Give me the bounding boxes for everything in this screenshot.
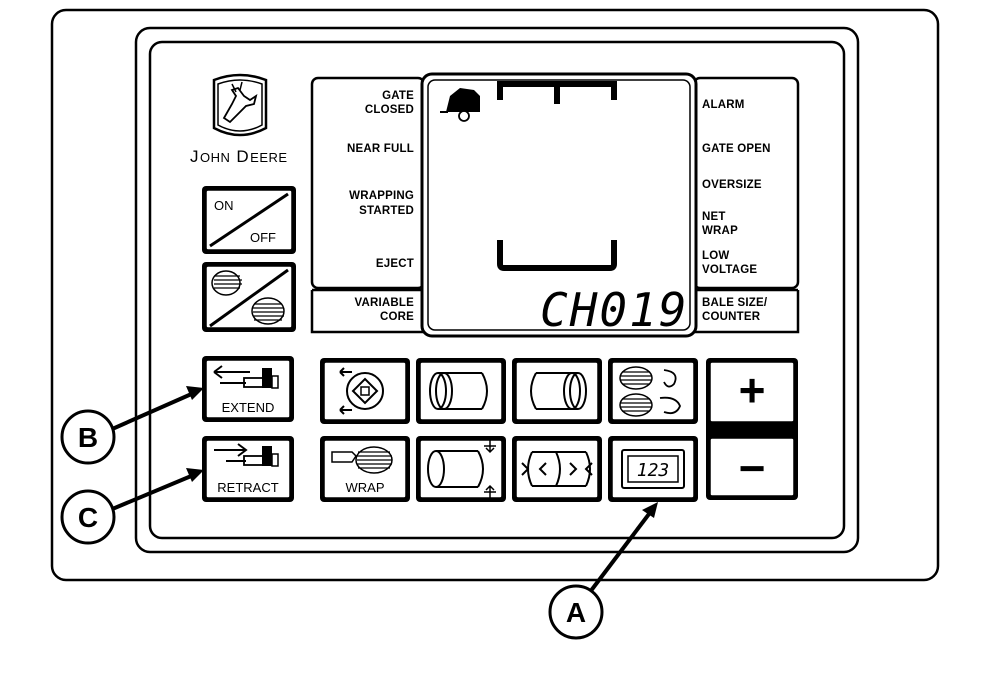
- wrap-roll-icon: [331, 446, 393, 474]
- callout-a: A: [548, 502, 658, 640]
- function-button-net-wrap-mode[interactable]: [608, 358, 698, 424]
- retract-label: RETRACT: [217, 480, 278, 495]
- john-deere-logo-icon: [212, 73, 268, 137]
- net-wrap-label-line1: NET: [702, 211, 726, 223]
- cylinder-retract-icon: [214, 443, 279, 467]
- eject-label: EJECT: [376, 258, 414, 270]
- extend-button[interactable]: EXTEND: [202, 356, 294, 422]
- panel-face: [148, 40, 846, 540]
- function-button-bale-left[interactable]: [416, 358, 506, 424]
- callout-c: C: [60, 468, 204, 545]
- panel-bezel: [134, 26, 860, 554]
- function-button-bale-size[interactable]: [416, 436, 506, 502]
- variable-core-label-line2: CORE: [380, 311, 414, 323]
- callout-c-label: C: [78, 502, 98, 533]
- retract-button[interactable]: RETRACT: [202, 436, 294, 502]
- outer-housing: [50, 8, 940, 582]
- oversize-label: OVERSIZE: [702, 179, 762, 191]
- bale-size-counter-label-line2: COUNTER: [702, 311, 761, 323]
- wrapping-started-label-line1: WRAPPING: [349, 190, 414, 202]
- net-wrap-rolls-icon: [619, 366, 681, 417]
- bale-size-counter-label-line1: BALE SIZE/: [702, 297, 768, 309]
- bale-mode-toggle-button[interactable]: [202, 262, 296, 332]
- low-voltage-label-line2: VOLTAGE: [702, 264, 757, 276]
- rotate-cycle-icon: [339, 367, 384, 415]
- function-button-core-density[interactable]: [512, 436, 602, 502]
- callout-b: B: [60, 386, 204, 465]
- bale-cylinder-right-icon: [530, 372, 587, 410]
- near-full-label: NEAR FULL: [347, 143, 414, 155]
- wrap-label: WRAP: [346, 480, 385, 495]
- callout-a-label: A: [566, 597, 586, 628]
- cylinder-extend-icon: [213, 365, 279, 389]
- lcd-display: CH019: [420, 72, 698, 338]
- counter-display-icon: [621, 449, 685, 489]
- wrapping-started-label-line2: STARTED: [359, 205, 414, 217]
- off-label: OFF: [250, 230, 276, 245]
- gate-closed-label-line2: CLOSED: [365, 104, 414, 116]
- gate-open-label: GATE OPEN: [702, 143, 771, 155]
- function-button-bale-right[interactable]: [512, 358, 602, 424]
- core-density-icon: [521, 451, 593, 487]
- function-button-cycle[interactable]: [320, 358, 410, 424]
- bale-diameter-icon: [427, 440, 496, 498]
- low-voltage-label-line1: LOW: [702, 250, 729, 262]
- bale-cylinder-icon: [429, 372, 488, 410]
- gate-closed-label-line1: GATE: [382, 90, 414, 102]
- variable-core-label-line1: VARIABLE: [354, 297, 414, 309]
- baler-icon: [440, 88, 480, 122]
- plus-minus-keypad: [706, 358, 798, 500]
- on-off-button[interactable]: ON OFF: [202, 186, 296, 254]
- on-label: ON: [214, 198, 234, 213]
- plus-button[interactable]: +: [739, 364, 766, 416]
- counter-readout: 123: [637, 460, 670, 481]
- net-wrap-label-line2: WRAP: [702, 225, 738, 237]
- alarm-label: ALARM: [702, 99, 745, 111]
- wrap-button[interactable]: WRAP: [320, 436, 410, 502]
- callout-b-label: B: [78, 422, 98, 453]
- extend-label: EXTEND: [222, 400, 275, 415]
- minus-button[interactable]: −: [739, 442, 766, 494]
- bale-roll-icon: [211, 270, 285, 325]
- lcd-readout: CH019: [540, 283, 688, 337]
- counter-button[interactable]: 123: [608, 436, 698, 502]
- minus-label: −: [739, 442, 766, 494]
- plus-label: +: [739, 364, 766, 416]
